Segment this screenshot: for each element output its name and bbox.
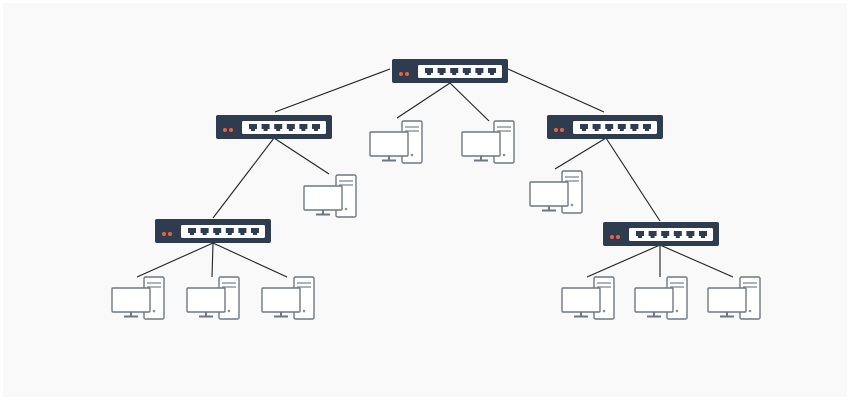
network-links [136, 68, 734, 278]
pc-left-sub-c-icon [261, 276, 315, 320]
monitor-screen [111, 287, 151, 313]
switch-port [580, 124, 588, 131]
switch-port [592, 124, 601, 131]
tower-power-button [302, 309, 306, 313]
monitor-screen [529, 181, 569, 207]
link-line-6 [554, 137, 607, 170]
switch-led [560, 128, 564, 132]
link-line-8 [136, 242, 214, 278]
switch-port [673, 231, 682, 238]
switch-port [425, 68, 433, 75]
switch-port [274, 124, 283, 131]
switch-port [188, 228, 196, 235]
link-line-13 [659, 244, 734, 278]
switch-led [405, 72, 409, 76]
pc-root-b-icon [461, 120, 515, 164]
switch-port [249, 124, 257, 131]
switch-port [661, 231, 670, 238]
switch-port [636, 231, 644, 238]
link-line-2 [396, 82, 451, 119]
switch-port [462, 68, 471, 75]
switch-port [617, 124, 626, 131]
switch-port [605, 124, 614, 131]
switch-port [238, 228, 247, 235]
monitor-screen [461, 131, 501, 157]
switch-led [229, 128, 233, 132]
switch-port [475, 68, 484, 75]
switch-port [643, 124, 651, 131]
tower-power-button [344, 207, 348, 211]
switch-port [686, 231, 695, 238]
monitor-screen [186, 287, 226, 313]
tower-power-button [410, 153, 414, 157]
tower-power-button [502, 153, 506, 157]
switch-port [286, 124, 295, 131]
switch-port [699, 231, 707, 238]
monitor-screen [261, 287, 301, 313]
pc-left-sub-b-icon [186, 276, 240, 320]
switch-port [450, 68, 459, 75]
pc-root-a-icon [369, 120, 423, 164]
tower-power-button [227, 309, 231, 313]
pc-right-sub-b-icon [634, 276, 688, 320]
link-line-3 [449, 82, 490, 122]
switch-led [616, 235, 620, 239]
link-line-5 [273, 137, 330, 175]
tower-power-button [570, 203, 574, 207]
monitor-screen [561, 287, 601, 313]
link-line-4 [212, 137, 275, 219]
switch-port [312, 124, 320, 131]
network-nodes [111, 59, 761, 320]
link-line-11 [586, 244, 661, 278]
switch-port [437, 68, 446, 75]
switch-port [225, 228, 234, 235]
tower-power-button [675, 309, 679, 313]
switch-led [610, 235, 614, 239]
link-line-9 [211, 242, 214, 278]
switch-led [223, 128, 227, 132]
switch-port [261, 124, 270, 131]
switch-led [168, 232, 172, 236]
switch-led [162, 232, 166, 236]
link-line-0 [274, 68, 391, 113]
pc-left-sub-a-icon [111, 276, 165, 320]
monitor-screen [634, 287, 674, 313]
link-line-7 [605, 137, 661, 222]
monitor-screen [303, 185, 343, 211]
switch-right-sub-icon [603, 222, 719, 246]
switch-port [213, 228, 222, 235]
monitor-screen [369, 131, 409, 157]
pc-left-a-icon [303, 174, 357, 218]
switch-port [630, 124, 639, 131]
tower-power-button [152, 309, 156, 313]
switch-port [488, 68, 496, 75]
switch-left-sub-icon [155, 219, 271, 243]
switch-right-icon [547, 115, 663, 139]
switch-port [648, 231, 657, 238]
tower-power-button [602, 309, 606, 313]
link-line-10 [212, 242, 288, 278]
switch-port [299, 124, 308, 131]
link-line-1 [507, 68, 605, 113]
pc-right-sub-c-icon [707, 276, 761, 320]
switch-root-icon [392, 59, 508, 83]
switch-port [251, 228, 259, 235]
pc-right-sub-a-icon [561, 276, 615, 320]
monitor-screen [707, 287, 747, 313]
switch-port [200, 228, 209, 235]
switch-led [554, 128, 558, 132]
switch-left-icon [216, 115, 332, 139]
pc-right-a-icon [529, 170, 583, 214]
tower-power-button [748, 309, 752, 313]
switch-led [399, 72, 403, 76]
